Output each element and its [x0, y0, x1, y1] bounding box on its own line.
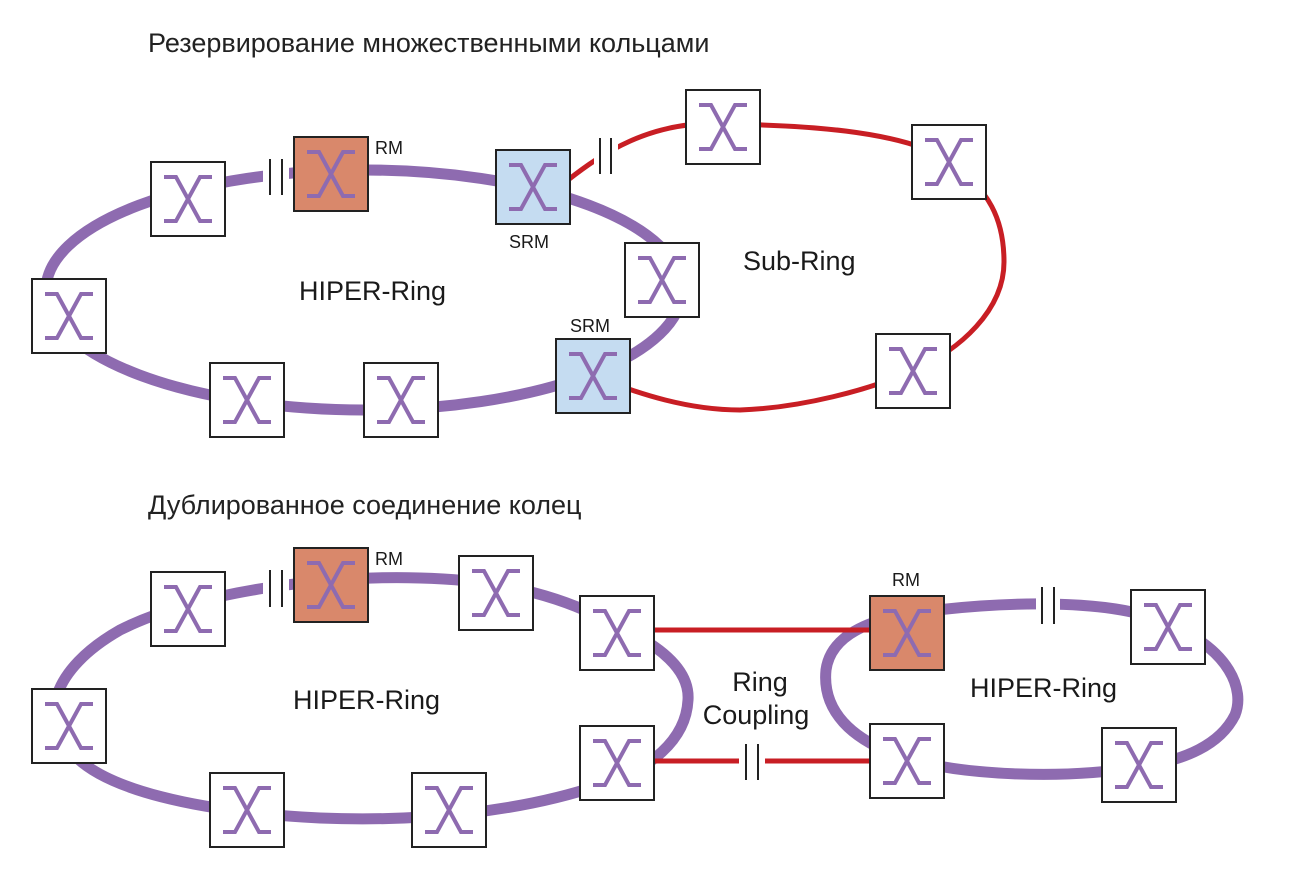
switch-bottom-3: [579, 595, 655, 671]
blocked-port-break-bottom-left: [263, 570, 289, 607]
switch-top-8: [363, 362, 439, 438]
switch-bottom-7: [411, 772, 487, 848]
switch-bottom-4: [31, 688, 107, 764]
srm-label-upper: SRM: [509, 232, 549, 252]
switch-top-1: [150, 161, 226, 237]
hiper-ring-label-top: HIPER-Ring: [299, 276, 446, 306]
switch-bottom-9: [869, 723, 945, 799]
top-section-title: Резервирование множественными кольцами: [148, 28, 709, 58]
blocked-port-break-coupling: [739, 744, 765, 780]
bottom-section-title: Дублированное соединение колец: [148, 490, 582, 520]
hiper-ring-bottom-left: [48, 572, 694, 825]
hiper-ring-label-bottom-right: HIPER-Ring: [970, 673, 1117, 703]
rm-label-bottom-left: RM: [375, 549, 403, 569]
blocked-port-break-bottom-right: [1036, 587, 1060, 624]
switch-bottom-8: [1130, 589, 1206, 665]
sub-ring-manager-switch-lower: [555, 338, 631, 414]
sub-ring-manager-switch-upper: [495, 149, 571, 225]
rm-label-bottom-right: RM: [892, 570, 920, 590]
srm-label-lower: SRM: [570, 316, 610, 336]
switch-bottom-1: [150, 571, 226, 647]
switch-top-3: [911, 124, 987, 200]
hiper-ring-label-bottom-left: HIPER-Ring: [293, 685, 440, 715]
switch-bottom-2: [458, 555, 534, 631]
ring-manager-switch-bottom-left: [293, 547, 369, 623]
switch-top-6: [875, 333, 951, 409]
ring-coupling-label-line2: Coupling: [703, 700, 810, 730]
switch-bottom-6: [209, 772, 285, 848]
switch-top-7: [209, 362, 285, 438]
ring-coupling-label-line1: Ring: [732, 667, 788, 697]
blocked-port-break-top-main: [263, 159, 289, 195]
switch-bottom-5: [579, 725, 655, 801]
switch-bottom-10: [1101, 727, 1177, 803]
switch-top-5: [31, 278, 107, 354]
ring-manager-switch-top: [293, 136, 369, 212]
switch-top-4: [624, 242, 700, 318]
switch-top-2: [685, 89, 761, 165]
blocked-port-break-sub-ring: [594, 138, 618, 174]
sub-ring-label: Sub-Ring: [743, 246, 856, 276]
rm-label-top: RM: [375, 138, 403, 158]
ring-manager-switch-bottom-right: [869, 595, 945, 671]
